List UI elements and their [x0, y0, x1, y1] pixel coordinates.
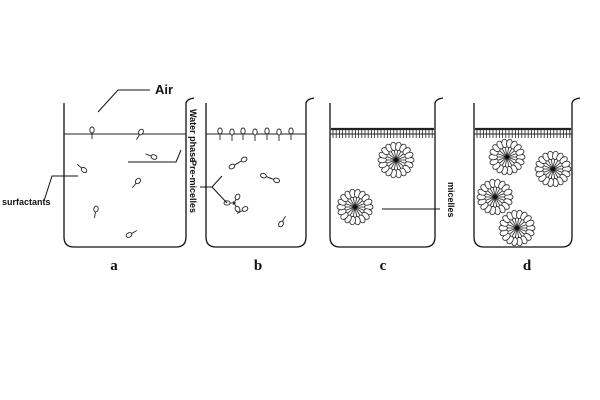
pre-micelle — [228, 156, 248, 170]
micelle — [377, 141, 415, 179]
leader-lines — [43, 89, 440, 210]
surfactants-label: surfactants — [2, 197, 51, 207]
surfactant-free — [93, 205, 99, 218]
beaker-b — [205, 97, 315, 248]
monolayer-d — [475, 127, 571, 138]
surfactant-free — [236, 206, 249, 214]
water-phase-label: Water phase — [188, 109, 198, 162]
beaker-c — [329, 97, 444, 248]
monolayer-c — [331, 127, 434, 138]
surfactant-free — [76, 163, 88, 174]
pre-micelles-leader-line — [200, 175, 228, 204]
pre-micelle-member — [236, 156, 248, 165]
surfactant-at-surface — [264, 127, 270, 140]
surfactant-molecules — [76, 126, 294, 238]
water-phase-leader-line — [128, 149, 182, 163]
panel-label-c: c — [380, 258, 387, 274]
surfactant-at-surface — [136, 128, 144, 141]
beaker-a — [63, 97, 195, 248]
pre-micelle-clusters — [223, 156, 280, 213]
surfactant-at-surface — [217, 127, 223, 140]
surface-monolayers — [331, 127, 571, 138]
micelle — [534, 150, 572, 188]
surfactant-at-surface — [288, 127, 294, 140]
beakers — [63, 97, 581, 248]
air-label: Air — [155, 82, 173, 97]
panel-label-b: b — [254, 258, 262, 274]
micelle-clusters — [336, 138, 572, 247]
surfactant-at-surface — [240, 127, 246, 140]
surfactants-leader-line — [43, 175, 78, 202]
micelle — [488, 138, 526, 176]
pre-micelle-member — [260, 172, 273, 180]
air-leader-line — [97, 89, 150, 113]
micelle — [498, 209, 536, 247]
surfactant-free — [125, 230, 138, 238]
pre-micelle-member — [228, 161, 240, 170]
panel-label-d: d — [523, 258, 532, 274]
pre-micelles-label: Pre-micelles — [188, 160, 198, 213]
surfactant-free — [278, 215, 286, 228]
surfactant-free — [131, 177, 142, 189]
surfactant-free — [145, 153, 158, 160]
beaker-d — [473, 97, 581, 248]
micelles-label: micelles — [446, 182, 456, 218]
micelle — [336, 188, 374, 226]
surfactant-at-surface — [89, 126, 95, 139]
panel-label-a: a — [110, 258, 118, 274]
micelle — [476, 178, 514, 216]
pre-micelle — [260, 172, 280, 184]
surfactant-at-surface — [229, 128, 235, 141]
surfactant-at-surface — [252, 128, 258, 141]
surfactant-at-surface — [276, 128, 282, 141]
